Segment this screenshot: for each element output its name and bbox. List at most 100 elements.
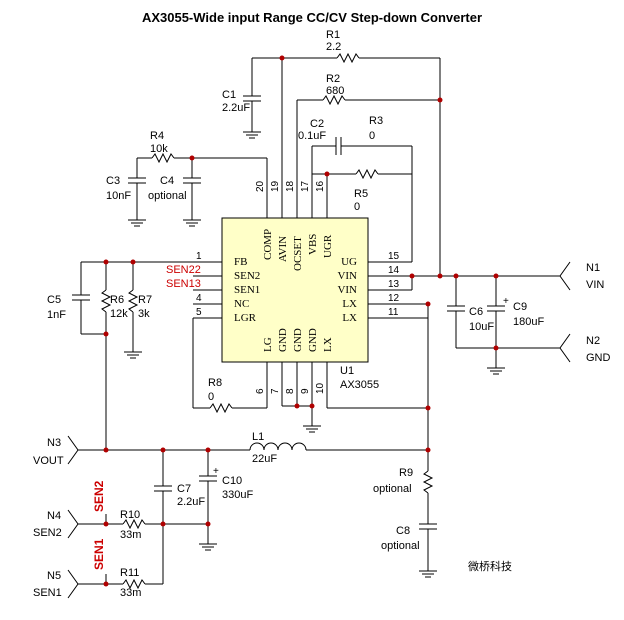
svg-text:+: +	[213, 466, 219, 477]
net-sen2-vertical: SEN2	[92, 480, 106, 512]
c3-ref: C3	[106, 175, 120, 187]
r5-ref: R5	[354, 188, 368, 200]
r2-ref: R2	[326, 73, 340, 85]
c1-capacitor: C1 2.2uF	[222, 58, 262, 139]
pin-fb: FB	[234, 256, 247, 268]
pin-10-number: 10	[315, 382, 326, 394]
schematic-title: AX3055-Wide input Range CC/CV Step-down …	[142, 10, 482, 25]
port-n5-ref: N5	[47, 570, 61, 582]
junction-dots	[103, 55, 499, 587]
r10-ref: R10	[120, 509, 140, 521]
r3-value: 0	[369, 130, 375, 142]
r3-resistor: R3 0	[311, 115, 383, 175]
pin-comp: COMP	[262, 229, 274, 260]
r6-value: 12k	[110, 308, 128, 320]
c9-value: 180uF	[513, 316, 544, 328]
pin-6-number: 6	[255, 388, 266, 394]
r7-resistor: R7 3k	[123, 262, 152, 359]
c6-ref: C6	[469, 306, 483, 318]
pin-20-number: 20	[255, 180, 266, 192]
pin-vin-14: VIN	[337, 270, 357, 282]
c6-capacitor: C6 10uF	[447, 276, 494, 348]
pin-9-number: 9	[300, 388, 311, 394]
pin-2-net-label: SEN22	[166, 264, 201, 276]
c8-capacitor: C8 optional	[381, 523, 438, 578]
pin-lg: LG	[262, 337, 274, 352]
pin-19-number: 19	[270, 180, 281, 192]
port-n2-label: GND	[586, 352, 611, 364]
net-sen1-vertical: SEN1	[92, 538, 106, 570]
ic-left-pins: 1 4 5 SEN22 SEN13 FB SEN2 SEN1 NC LGR	[166, 251, 260, 324]
pin-lx-11: LX	[342, 312, 357, 324]
ic-part: AX3055	[340, 379, 379, 391]
watermark-text: 微桥科技	[468, 559, 512, 573]
pin-lx-10: LX	[322, 337, 334, 352]
port-n1-label: VIN	[586, 279, 604, 291]
l1-inductor: L1 22uF	[249, 431, 428, 465]
pin-ocset: OCSET	[292, 236, 304, 271]
r9-ref: R9	[399, 467, 413, 479]
c2-ref: C2	[310, 118, 324, 130]
r6-resistor: R6 12k	[100, 262, 128, 334]
port-n3[interactable]: N3 VOUT	[33, 435, 79, 467]
r4-resistor: R4 10k	[137, 130, 267, 164]
port-n1[interactable]: N1 VIN	[559, 261, 604, 291]
pin-gnd-8: GND	[292, 328, 304, 352]
pin-16-number: 16	[315, 180, 326, 192]
svg-text:+: +	[503, 296, 509, 307]
c10-ref: C10	[222, 475, 242, 487]
c9-ref: C9	[513, 301, 527, 313]
ic-bottom-pins: 6 7 8 9 10 LG GND GND GND LX	[255, 328, 334, 408]
c4-value: optional	[148, 190, 187, 202]
r5-resistor: R5 0	[327, 168, 412, 213]
pin-13-number: 13	[388, 279, 400, 290]
port-n3-label: VOUT	[33, 455, 64, 467]
pin-15-number: 15	[388, 251, 400, 262]
r5-value: 0	[354, 201, 360, 213]
pin-18-number: 18	[285, 180, 296, 192]
c10-value: 330uF	[222, 489, 253, 501]
r9-value: optional	[373, 483, 412, 495]
ic-ref: U1	[340, 365, 354, 377]
r2-value: 680	[326, 85, 344, 97]
r3-ref: R3	[369, 115, 383, 127]
port-n4[interactable]: N4 SEN2	[33, 509, 79, 539]
ic-body	[221, 217, 369, 363]
r4-ref: R4	[150, 130, 164, 142]
port-n4-ref: N4	[47, 510, 61, 522]
c7-value: 2.2uF	[177, 496, 205, 508]
pin-8-number: 8	[285, 388, 296, 394]
pin-nc: NC	[234, 298, 249, 310]
pin-vbs: VBS	[307, 234, 319, 255]
pin-sen2: SEN2	[234, 270, 260, 282]
c4-ref: C4	[160, 175, 174, 187]
port-n1-ref: N1	[586, 262, 600, 274]
r2-resistor: R2 680	[297, 73, 440, 106]
ic-right-pins: 15 14 13 12 11 UG VIN VIN LX LX	[337, 251, 428, 324]
c8-ref: C8	[396, 525, 410, 537]
pin-12-number: 12	[388, 293, 400, 304]
l1-value: 22uF	[252, 453, 277, 465]
pin-3-net-label: SEN13	[166, 278, 201, 290]
c10-capacitor: + C10 330uF	[198, 450, 253, 551]
c8-value: optional	[381, 540, 420, 552]
pin-vin-13: VIN	[337, 284, 357, 296]
pin-ugr: UGR	[322, 234, 334, 258]
r11-ref: R11	[120, 567, 139, 579]
r8-resistor: R8 0	[192, 318, 267, 414]
port-n2[interactable]: N2 GND	[559, 333, 611, 364]
pin-7-number: 7	[270, 388, 281, 394]
port-n5[interactable]: N5 SEN1	[33, 569, 79, 599]
c1-value: 2.2uF	[222, 102, 250, 114]
pin-14-number: 14	[388, 265, 400, 276]
c2-value: 0.1uF	[298, 130, 326, 142]
pin-gnd-9: GND	[307, 328, 319, 352]
r6-ref: R6	[110, 294, 124, 306]
r10-resistor: R10 33m	[78, 509, 208, 541]
r1-value: 2.2	[326, 41, 341, 53]
c7-capacitor: C7 2.2uF	[154, 450, 205, 584]
r4-value: 10k	[150, 143, 168, 155]
r7-ref: R7	[138, 294, 152, 306]
c5-capacitor: C5 1nF	[47, 262, 106, 335]
